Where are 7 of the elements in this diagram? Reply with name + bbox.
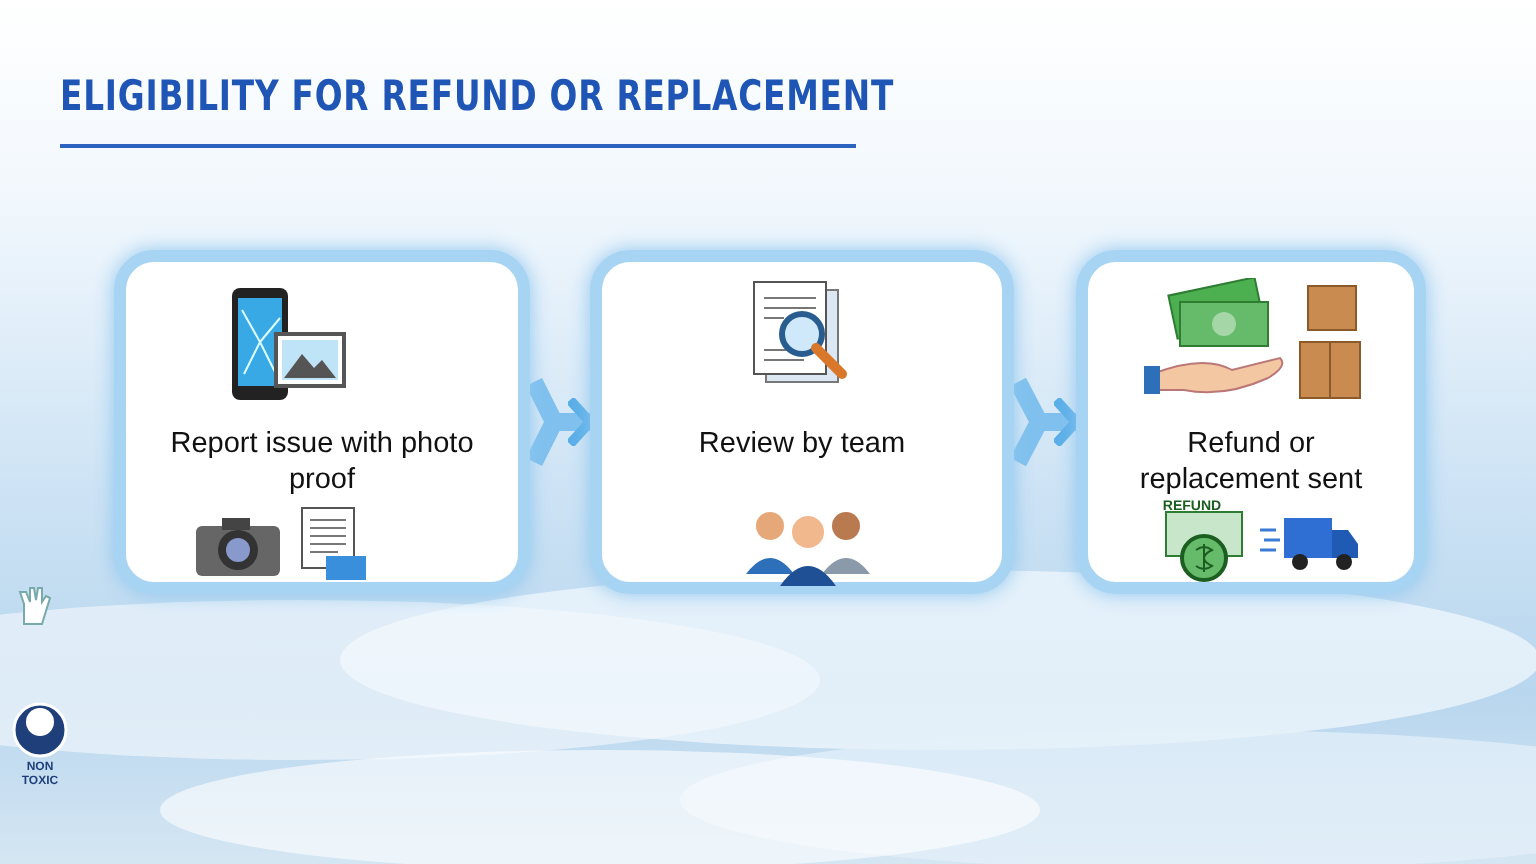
step-card — [1076, 250, 1426, 594]
title: ELIGIBILITY FOR REFUND OR REPLACEMENT — [60, 72, 895, 120]
step-text: Review by team — [696, 426, 908, 462]
step-text: Report issue with photo proof — [168, 426, 476, 498]
step-text: Refund or replacement sent — [1137, 426, 1365, 498]
step-card — [590, 250, 1014, 594]
step-card — [114, 250, 530, 594]
